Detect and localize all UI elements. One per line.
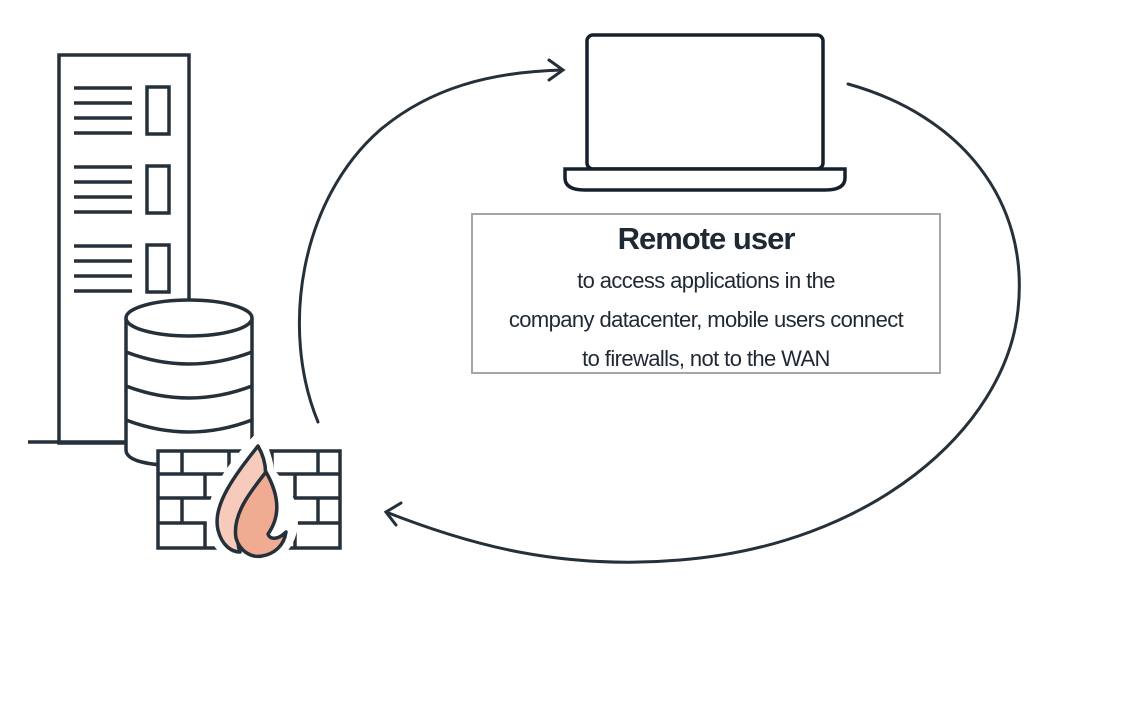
server-rack-2: [74, 164, 171, 215]
server-rack-3: [74, 243, 171, 294]
description-line-1: to access applications in the: [577, 268, 835, 293]
firewall-icon: [156, 430, 342, 567]
flame-icon: [215, 444, 288, 559]
remote-user-title: Remote user: [617, 221, 796, 256]
server-rack-1: [74, 85, 171, 136]
laptop-icon: [563, 33, 847, 192]
database-icon: [124, 298, 254, 468]
description-line-3: to firewalls, not to the WAN: [582, 346, 830, 371]
datacenter-building-icon: [28, 53, 191, 445]
remote-user-label-box: Remote user to access applications in th…: [471, 213, 941, 374]
flow-arrow-to-firewall: [383, 82, 1021, 564]
flow-arrow-to-laptop: [297, 58, 566, 424]
description-line-2: company datacenter, mobile users connect: [508, 307, 904, 332]
